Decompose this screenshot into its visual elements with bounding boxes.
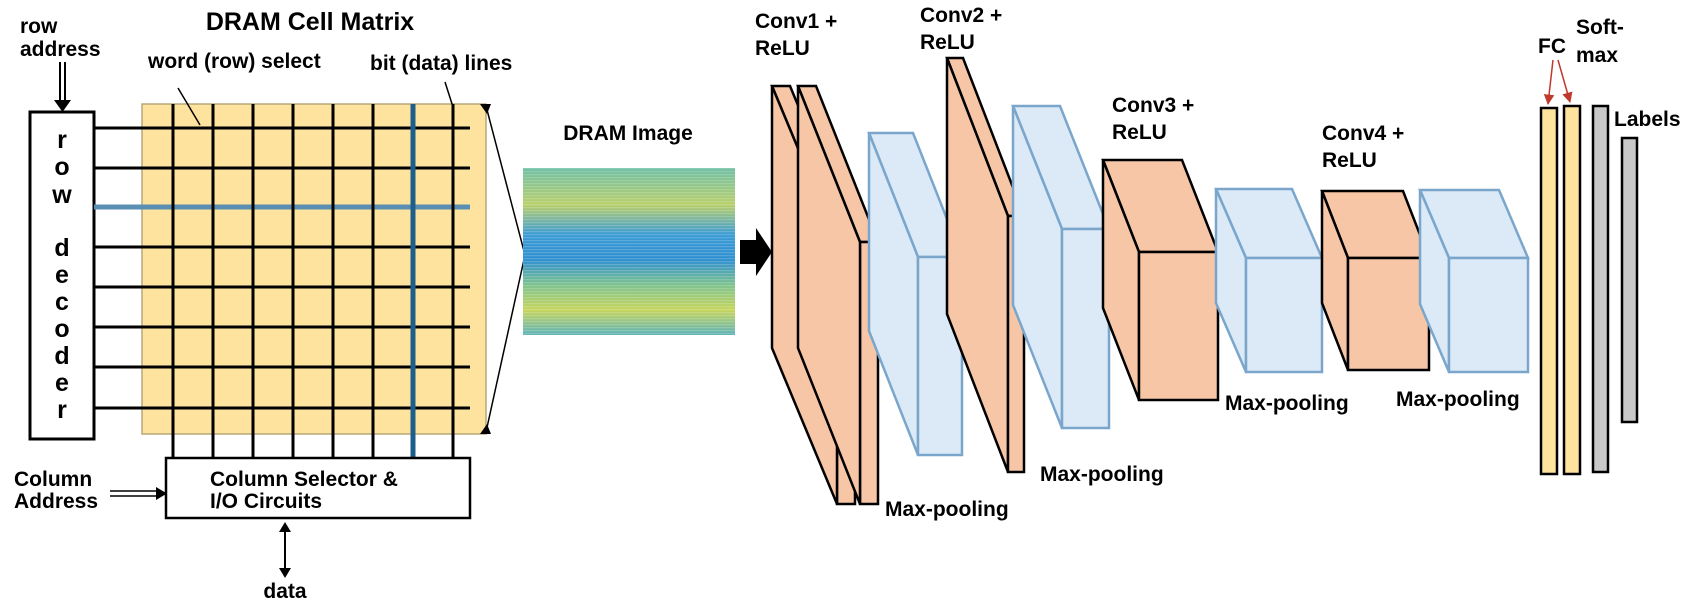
row-decoder-label: r o w d e c o d e r bbox=[51, 126, 72, 424]
fc-pointer-1 bbox=[1543, 59, 1555, 106]
row-address-label-line2: address bbox=[20, 38, 101, 61]
bit-lines bbox=[171, 104, 455, 458]
row-address-label-line1: row bbox=[20, 15, 58, 38]
dram-image-label: DRAM Image bbox=[563, 122, 693, 145]
conv4-layer bbox=[1320, 189, 1431, 372]
svg-text:r: r bbox=[57, 396, 67, 424]
maxpool3-layer bbox=[1214, 187, 1324, 374]
conv2-label-line1: Conv2 + bbox=[920, 4, 1002, 27]
column-selector-label-line2: I/O Circuits bbox=[210, 490, 322, 513]
softmax-label-line2: max bbox=[1576, 44, 1618, 67]
softmax-layer bbox=[1591, 104, 1610, 474]
conv4-label-line2: ReLU bbox=[1322, 149, 1377, 172]
svg-text:e: e bbox=[55, 261, 69, 289]
maxpool2-layer bbox=[1011, 104, 1111, 430]
conv2-label-line2: ReLU bbox=[920, 31, 975, 54]
dram-matrix-title: DRAM Cell Matrix bbox=[206, 8, 414, 36]
word-select-label: word (row) select bbox=[147, 50, 321, 73]
conv3-layer bbox=[1101, 158, 1220, 402]
conv1-layer bbox=[770, 84, 880, 506]
maxpool4-label: Max-pooling bbox=[1396, 388, 1520, 411]
conv1-label-line1: Conv1 + bbox=[755, 10, 837, 33]
fc-label: FC bbox=[1538, 35, 1566, 58]
zoom-line-top bbox=[485, 105, 526, 256]
softmax-label-line1: Soft- bbox=[1576, 16, 1624, 39]
svg-text:d: d bbox=[54, 342, 69, 370]
svg-text:e: e bbox=[55, 369, 69, 397]
zoom-line-bottom bbox=[485, 254, 526, 433]
fc-layer-1 bbox=[1539, 106, 1559, 476]
column-selector-label-line1: Column Selector & bbox=[210, 468, 398, 491]
input-arrow bbox=[740, 228, 772, 276]
conv2-layer bbox=[945, 56, 1026, 474]
row-address-arrowhead bbox=[54, 100, 71, 112]
svg-text:d: d bbox=[54, 234, 69, 262]
data-label: data bbox=[263, 580, 307, 603]
maxpool3-label: Max-pooling bbox=[1225, 392, 1349, 415]
maxpool4-layer bbox=[1418, 188, 1530, 374]
column-selector-box bbox=[164, 456, 472, 520]
conv3-label-line2: ReLU bbox=[1112, 121, 1167, 144]
labels-label: Labels bbox=[1614, 108, 1681, 131]
conv4-label-line1: Conv4 + bbox=[1322, 122, 1404, 145]
column-address-label-line2: Address bbox=[14, 490, 98, 513]
svg-text:o: o bbox=[54, 153, 69, 181]
svg-text:o: o bbox=[54, 315, 69, 343]
conv3-label-line1: Conv3 + bbox=[1112, 94, 1194, 117]
row-decoder-box bbox=[28, 110, 96, 441]
svg-text:r: r bbox=[57, 126, 67, 154]
fc-pointer-2 bbox=[1557, 59, 1573, 104]
conv1-label-line2: ReLU bbox=[755, 37, 810, 60]
word-lines bbox=[94, 126, 470, 410]
maxpool2-label: Max-pooling bbox=[1040, 463, 1164, 486]
fc-layer-2 bbox=[1562, 104, 1582, 476]
maxpool1-label: Max-pooling bbox=[885, 498, 1009, 521]
labels-output bbox=[1620, 136, 1639, 424]
word-select-pointer bbox=[177, 87, 201, 126]
column-address-label-line1: Column bbox=[14, 468, 92, 491]
svg-text:c: c bbox=[55, 288, 69, 316]
dram-cell-matrix bbox=[141, 103, 487, 435]
svg-text:w: w bbox=[51, 181, 72, 209]
column-address-arrowhead bbox=[156, 487, 167, 500]
bit-lines-label: bit (data) lines bbox=[370, 52, 512, 75]
bit-lines-pointer bbox=[444, 81, 454, 108]
